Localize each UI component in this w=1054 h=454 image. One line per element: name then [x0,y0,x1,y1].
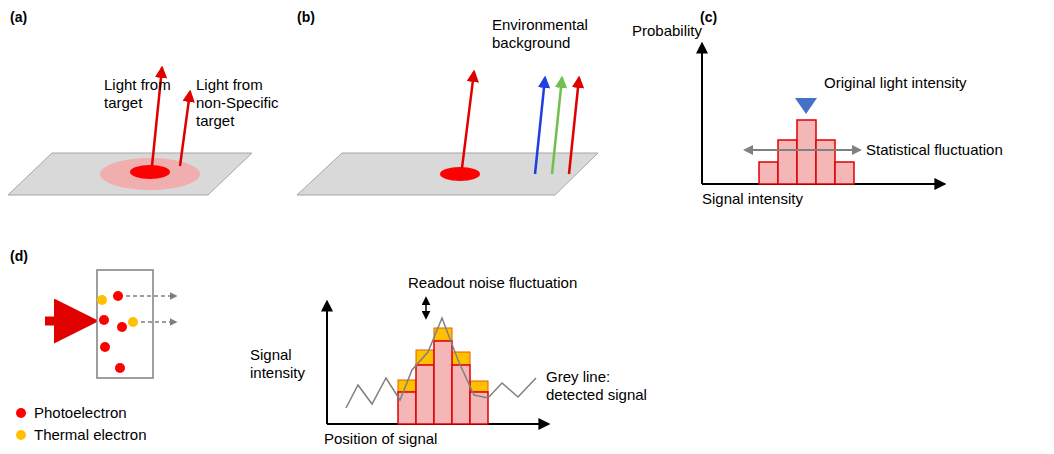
axis-label: Position of signal [324,430,437,448]
panel-letter: (a) [10,8,27,26]
panel-letter: (b) [297,8,315,26]
light-label: Light from non-Specific target [196,76,296,130]
axis-label: Probability [632,22,702,40]
intensity-label: Original light intensity [824,74,967,92]
background-label: Environmental background [492,16,612,52]
legend-text: Thermal electron [34,426,147,444]
legend-swatch [16,430,26,440]
legend-text: Photoelectron [34,404,127,422]
panel-letter: (c) [700,8,717,26]
noise-label: Readout noise fluctuation [408,274,577,292]
legend-swatch [16,408,26,418]
axis-label: Signal intensity [702,190,803,208]
panel-letter: (d) [10,247,28,265]
fluctuation-label: Statistical fluctuation [866,141,1003,159]
light-label: Light from target [104,76,186,112]
axis-label: Signal intensity [250,346,322,382]
signal-label: Grey line: detected signal [546,368,656,404]
